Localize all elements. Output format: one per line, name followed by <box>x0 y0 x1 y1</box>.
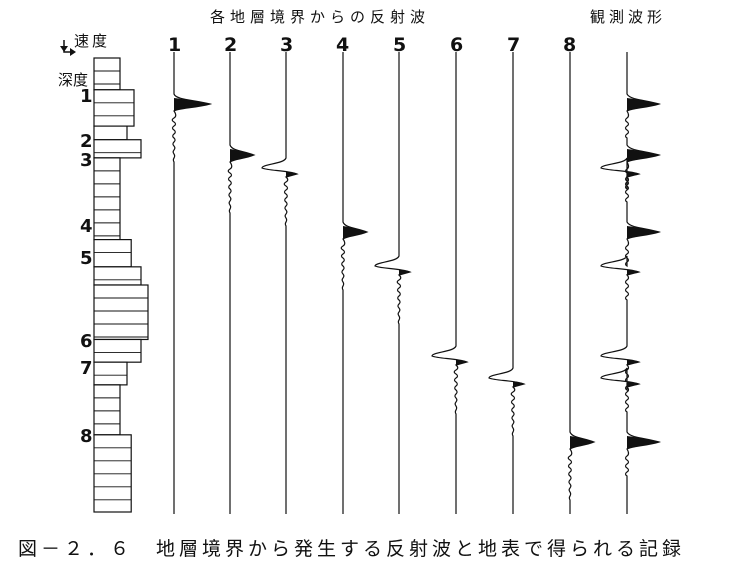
reflection-lobe <box>174 98 210 111</box>
trace-label-5: 5 <box>393 34 407 56</box>
reflection-trace <box>340 52 369 514</box>
velocity-layer <box>93 361 128 386</box>
reflection-lobe <box>399 270 410 275</box>
velocity-axis-label: 速度 <box>74 32 111 50</box>
depth-label-8: 8 <box>80 426 93 447</box>
trace-label-1: 1 <box>168 34 182 56</box>
velocity-layer <box>93 89 135 127</box>
trace-label-2: 2 <box>224 34 238 56</box>
trace-label-7: 7 <box>507 34 521 56</box>
velocity-arrow-icon <box>70 48 76 56</box>
trace-label-3: 3 <box>280 34 294 56</box>
depth-label-6: 6 <box>80 331 93 352</box>
reflection-trace <box>171 52 213 514</box>
reflection-lobe <box>286 172 297 177</box>
reflection-trace <box>374 52 412 514</box>
depth-arrow-icon <box>60 46 68 52</box>
trace-label-8: 8 <box>563 34 577 56</box>
observed-lobe <box>627 149 659 162</box>
reflection-trace <box>567 52 596 514</box>
observed-lobe <box>627 270 639 275</box>
trace-label-4: 4 <box>336 34 350 56</box>
observed-lobe <box>627 360 639 365</box>
depth-axis-label: 深度 <box>58 71 89 89</box>
observed-waveform-title: 観測波形 <box>590 8 667 26</box>
figure-caption: 図－２．６ 地層境界から発生する反射波と地表で得られる記録 <box>18 538 686 560</box>
observed-lobe <box>627 436 659 449</box>
velocity-layer <box>93 338 142 363</box>
velocity-layer <box>93 266 142 286</box>
reflection-trace <box>431 52 469 514</box>
observed-lobe <box>627 172 639 177</box>
depth-label-4: 4 <box>80 216 93 237</box>
velocity-layer <box>93 125 128 141</box>
depth-label-5: 5 <box>80 248 93 269</box>
trace-label-6: 6 <box>450 34 464 56</box>
reflection-lobe <box>570 436 594 449</box>
velocity-layer <box>93 284 149 341</box>
velocity-layer <box>93 157 121 241</box>
reflection-lobe <box>343 226 367 239</box>
depth-label-1: 1 <box>80 86 93 107</box>
reflection-trace <box>261 52 299 514</box>
reflection-trace <box>488 52 526 514</box>
reflection-trace <box>227 52 256 514</box>
depth-label-3: 3 <box>80 150 93 171</box>
velocity-layer <box>93 139 142 159</box>
observed-lobe <box>627 382 639 387</box>
depth-label-2: 2 <box>80 131 93 152</box>
observed-lobe <box>627 98 659 111</box>
observed-lobe <box>627 226 659 239</box>
reflection-lobe <box>230 149 254 162</box>
velocity-layer <box>93 239 132 268</box>
depth-label-7: 7 <box>80 358 93 379</box>
reflections-title: 各地層境界からの反射波 <box>210 8 431 26</box>
reflection-lobe <box>513 382 524 387</box>
velocity-layer <box>93 57 121 91</box>
reflection-lobe <box>456 360 467 365</box>
velocity-layer <box>93 384 121 436</box>
observed-trace <box>600 52 662 514</box>
